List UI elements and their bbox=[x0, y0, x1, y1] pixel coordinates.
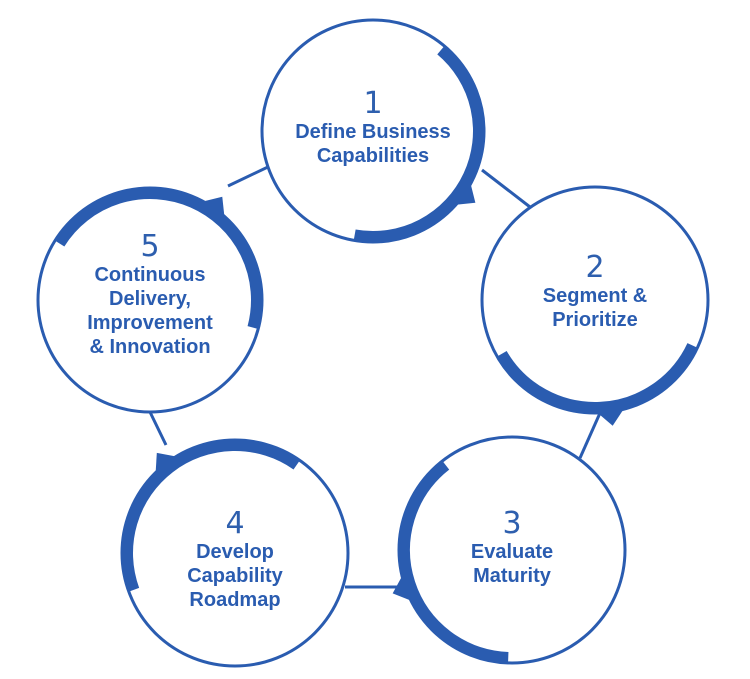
step-5-number: 5 bbox=[140, 229, 160, 264]
step-5-title-line-2: Delivery, bbox=[109, 288, 191, 310]
step-3-title-line-2: Maturity bbox=[473, 565, 551, 587]
step-4-title-line-2: Capability bbox=[187, 565, 283, 587]
step-4-number: 4 bbox=[225, 506, 245, 541]
step-4-label: 4 Develop Capability Roadmap bbox=[187, 508, 283, 612]
step-1-title-line-2: Capabilities bbox=[316, 145, 430, 167]
step-1-progress-arc bbox=[353, 45, 485, 243]
connector-line-4-5 bbox=[148, 411, 168, 446]
step-2-progress-arc bbox=[496, 343, 699, 414]
step-1-label: 1 Define Business Capabilities bbox=[295, 88, 451, 168]
step-3-title-line-1: Evaluate bbox=[470, 541, 554, 563]
step-2-number: 2 bbox=[585, 250, 605, 285]
step-2-title-line-2: Prioritize bbox=[552, 309, 638, 331]
step-1-number: 1 bbox=[363, 86, 383, 121]
step-5-progress-arc bbox=[54, 187, 263, 330]
step-3-label: 3 Evaluate Maturity bbox=[471, 508, 553, 588]
connector-line-1-2 bbox=[481, 168, 531, 209]
step-5-title-line-4: & Innovation bbox=[89, 336, 211, 358]
step-4-title-line-3: Roadmap bbox=[189, 589, 281, 611]
step-5-pointer-icon bbox=[197, 196, 226, 223]
step-2-title-line-1: Segment & bbox=[542, 285, 648, 307]
step-3-pointer-icon bbox=[392, 570, 417, 603]
step-4-pointer-icon bbox=[155, 452, 183, 479]
step-2-pointer-icon bbox=[593, 404, 627, 426]
step-5-title-line-3: Improvement bbox=[87, 312, 213, 334]
connector-line-2-3 bbox=[578, 412, 602, 459]
step-1-title-line-1: Define Business bbox=[295, 121, 451, 143]
step-2-label: 2 Segment & Prioritize bbox=[543, 252, 647, 332]
step-3-number: 3 bbox=[502, 506, 522, 541]
connector-line-5-1 bbox=[227, 164, 271, 188]
step-1-pointer-icon bbox=[449, 177, 476, 206]
step-4-title-line-1: Develop bbox=[196, 541, 274, 563]
step-5-label: 5 Continuous Delivery, Improvement & Inn… bbox=[87, 231, 213, 359]
step-5-title-line-1: Continuous bbox=[94, 264, 206, 286]
